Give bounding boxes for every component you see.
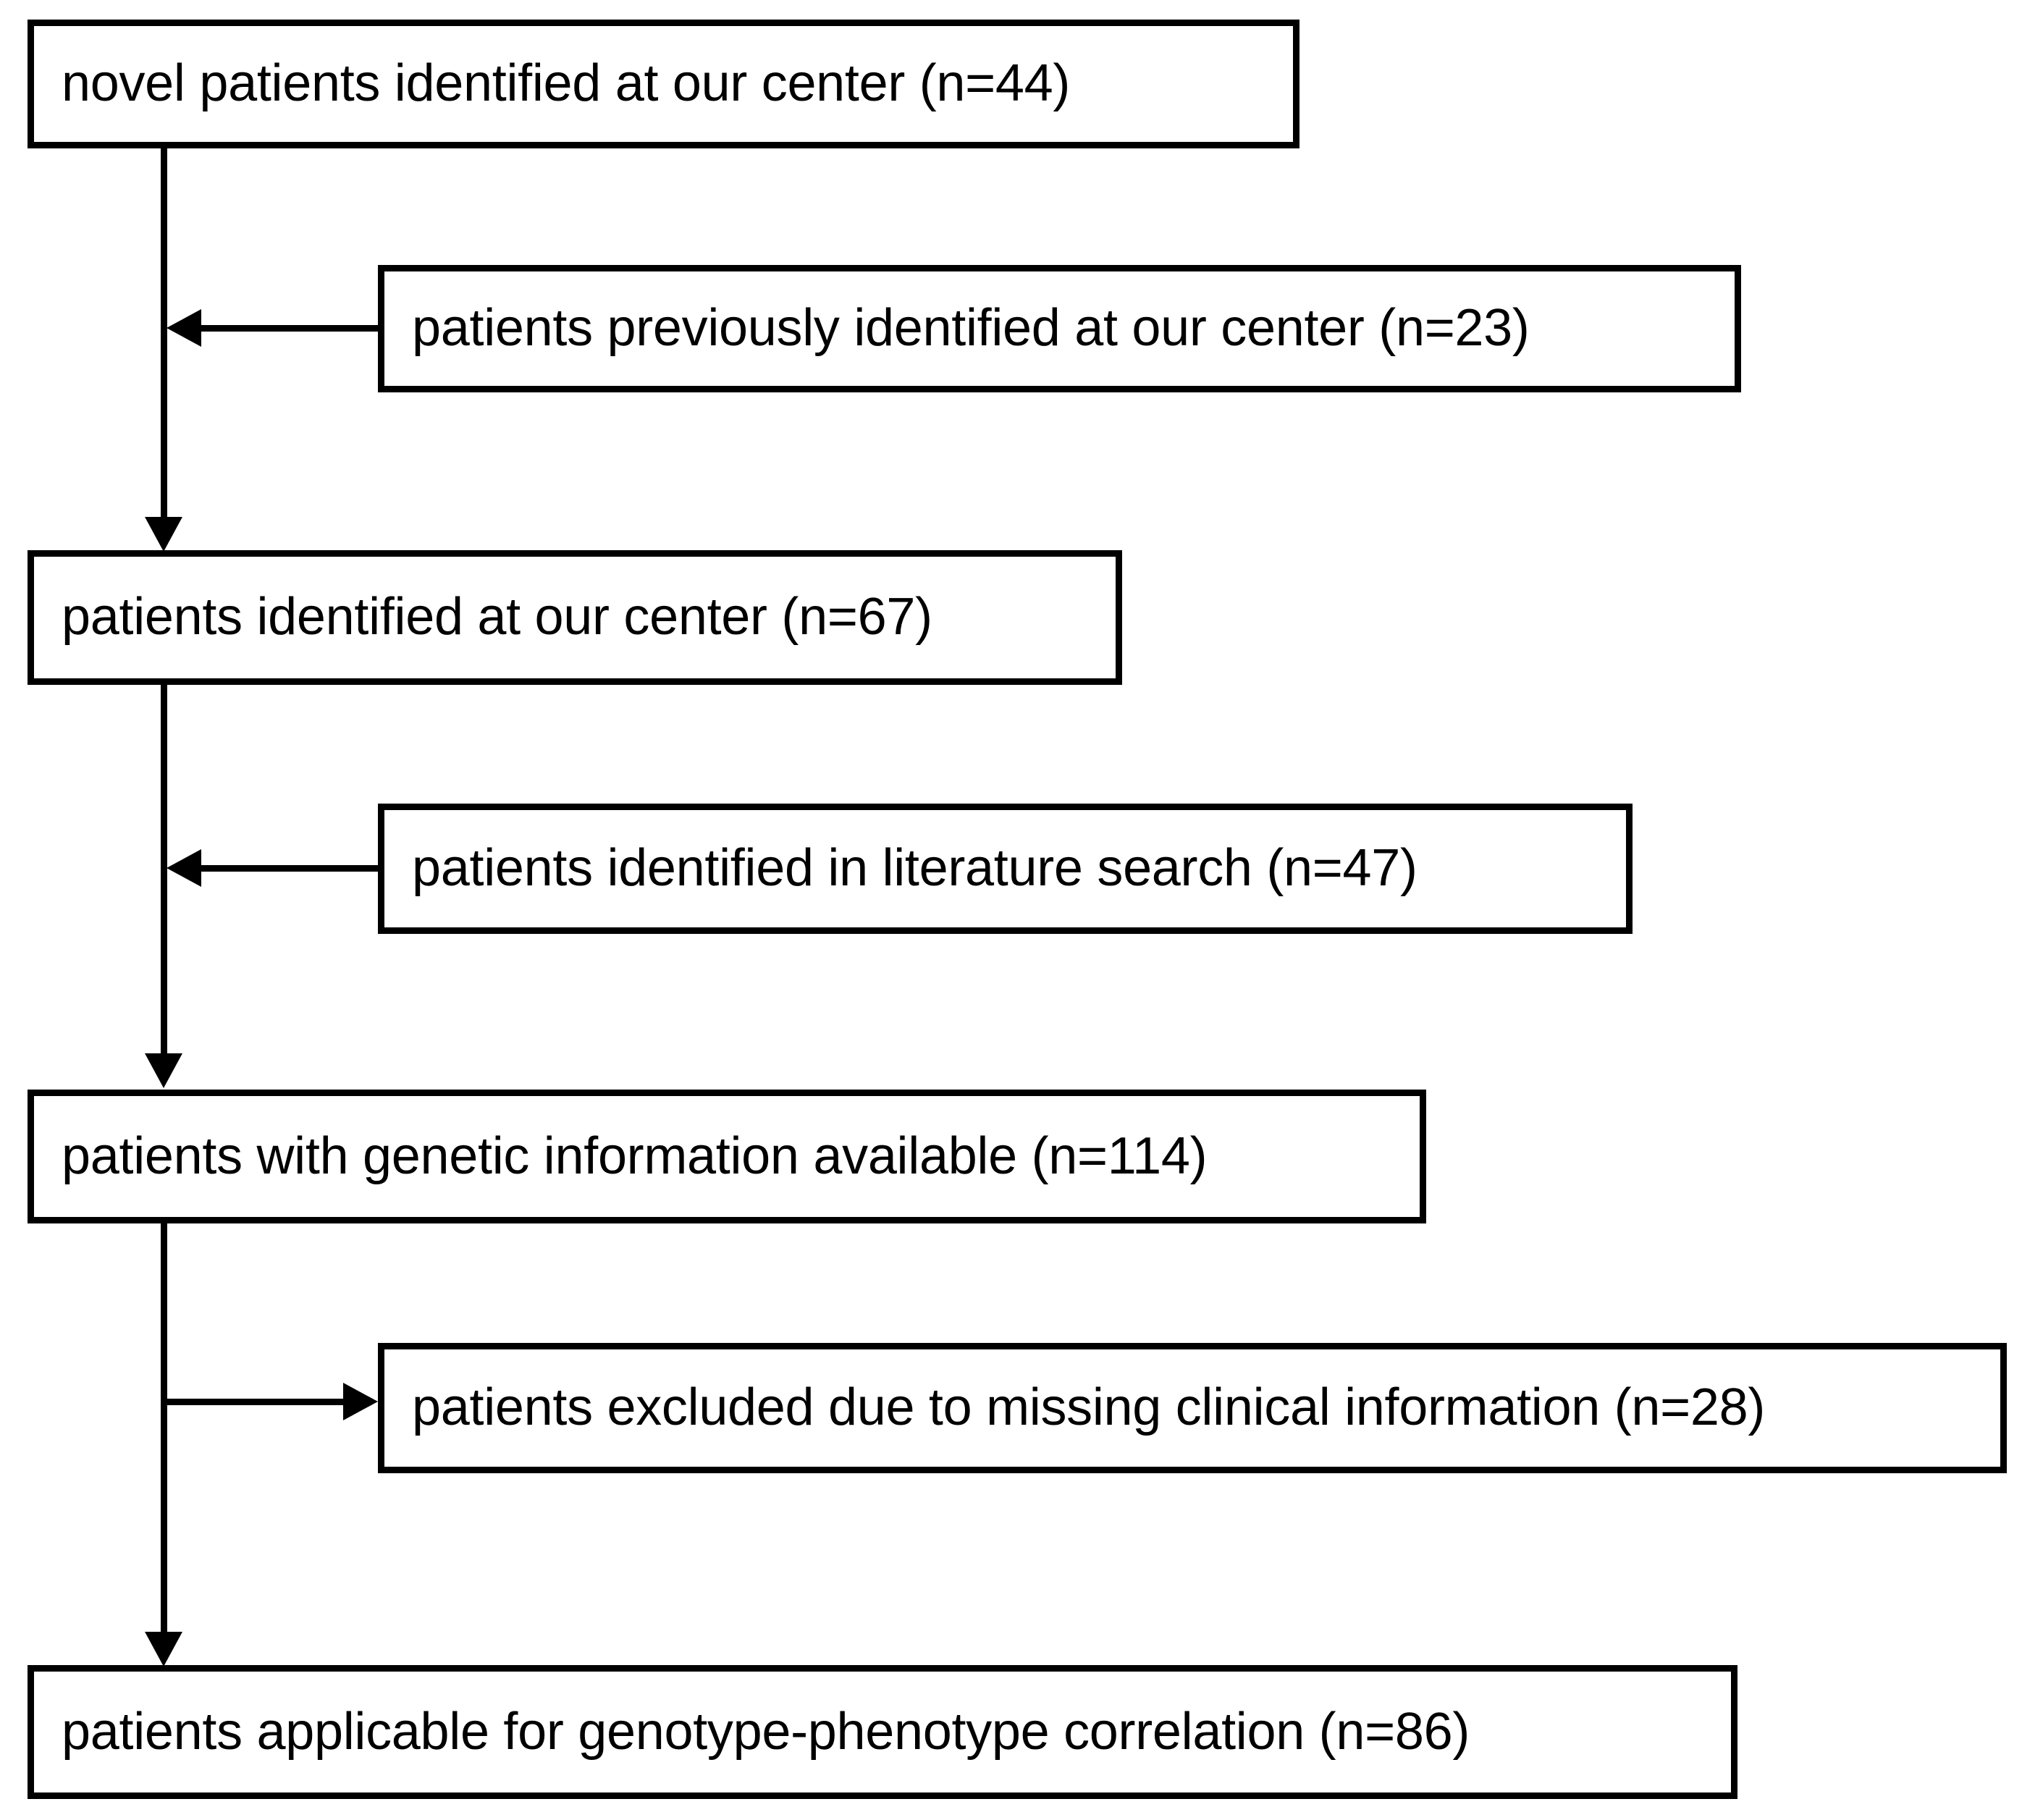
node-novel-patients[interactable]: novel patients identified at our center … [28, 20, 1299, 148]
connector-previous-into-trunk-arrowhead [167, 309, 201, 347]
connector-novel-to-center-arrowhead [145, 517, 182, 552]
connector-genetic-to-applicable-arrowhead [145, 1632, 182, 1667]
connector-center-to-genetic-arrowhead [145, 1053, 182, 1088]
node-applicable-correlation[interactable]: patients applicable for genotype-phenoty… [28, 1665, 1737, 1799]
connector-literature-into-trunk-arrowhead [167, 849, 201, 887]
node-novel-patients-label: novel patients identified at our center … [62, 54, 1071, 113]
connector-literature-into-trunk-line [201, 865, 382, 872]
connector-genetic-to-applicable-line [161, 1223, 167, 1635]
connector-trunk-to-excluded-arrowhead [343, 1383, 378, 1420]
node-genetic-information-label: patients with genetic information availa… [62, 1126, 1208, 1185]
node-excluded-missing-clinical[interactable]: patients excluded due to missing clinica… [378, 1343, 2007, 1473]
node-literature-search[interactable]: patients identified in literature search… [378, 804, 1633, 934]
connector-novel-to-center-line [161, 148, 167, 520]
node-previously-identified[interactable]: patients previously identified at our ce… [378, 265, 1741, 392]
connector-trunk-to-excluded-line [164, 1399, 346, 1405]
node-identified-at-center[interactable]: patients identified at our center (n=67) [28, 550, 1122, 685]
connector-center-to-genetic-line [161, 685, 167, 1056]
node-genetic-information[interactable]: patients with genetic information availa… [28, 1090, 1426, 1223]
connector-previous-into-trunk-line [201, 325, 382, 332]
node-previously-identified-label: patients previously identified at our ce… [412, 299, 1530, 358]
node-excluded-missing-clinical-label: patients excluded due to missing clinica… [412, 1378, 1766, 1437]
node-applicable-correlation-label: patients applicable for genotype-phenoty… [62, 1702, 1470, 1761]
node-literature-search-label: patients identified in literature search… [412, 839, 1417, 898]
node-identified-at-center-label: patients identified at our center (n=67) [62, 588, 932, 646]
